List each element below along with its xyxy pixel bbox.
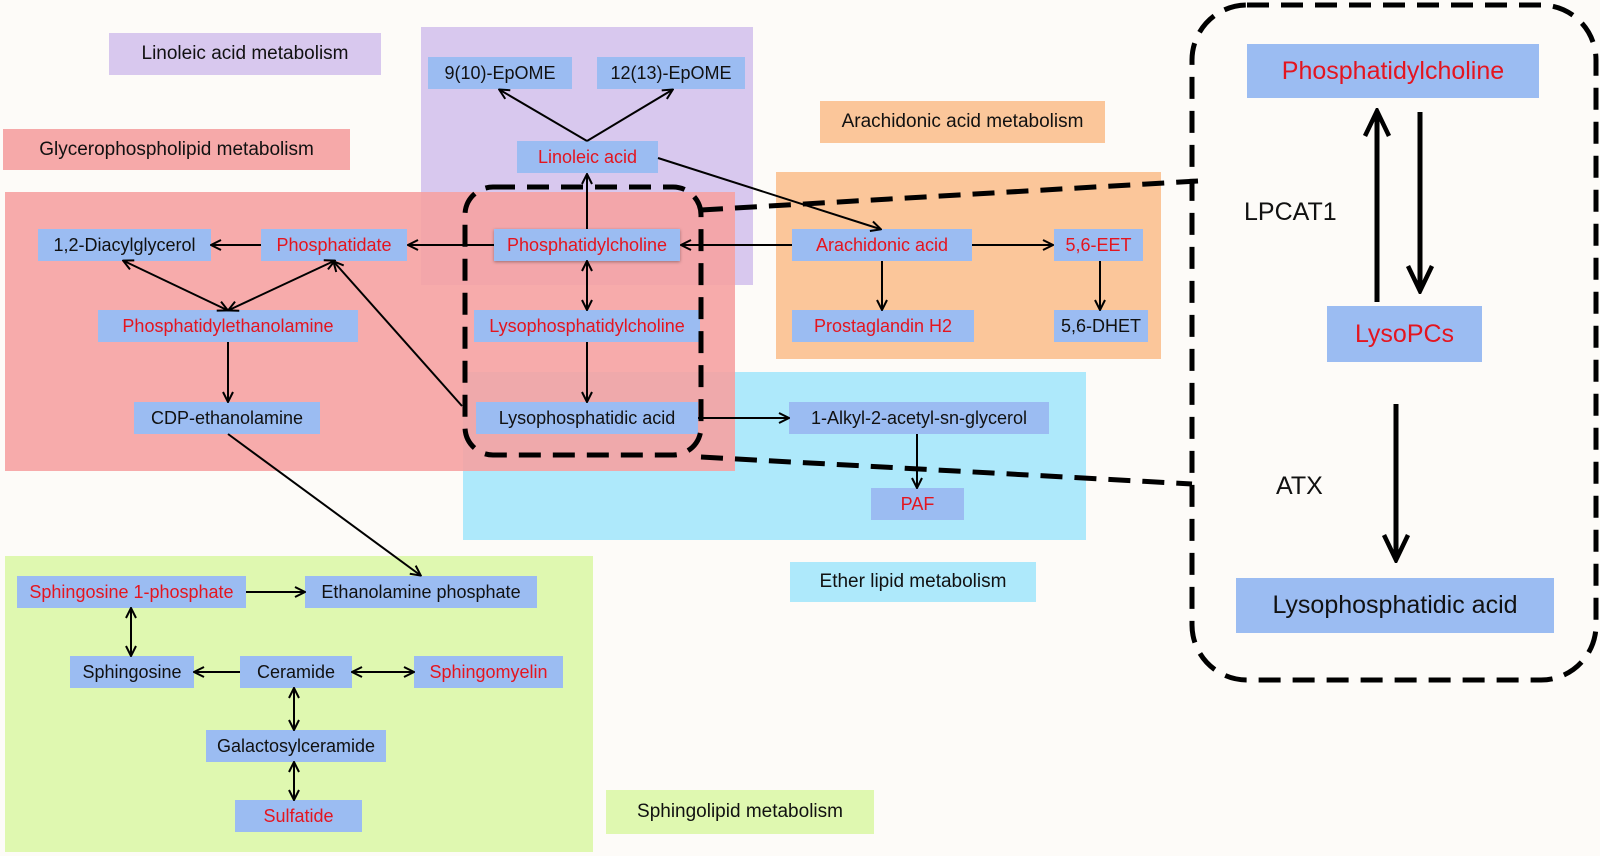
inset-lysophosphatidic-acid-node: Lysophosphatidic acid [1236, 578, 1554, 633]
linoleic-region-label: Linoleic acid metabolism [109, 33, 381, 75]
zoom-connector-top [700, 178, 1199, 213]
phosphatidylethanolamine-node: Phosphatidylethanolamine [98, 310, 358, 342]
ethanolamine-phosphate-node: Ethanolamine phosphate [305, 576, 537, 608]
sulfatide-node: Sulfatide [235, 800, 362, 832]
zoom-connector-bottom [700, 454, 1193, 487]
edge-linoleic-to-epome1213 [586, 90, 672, 142]
edge-phosphatidate-pe [229, 261, 334, 310]
inset-phosphatidylcholine-node: Phosphatidylcholine [1247, 44, 1539, 98]
linoleic-acid-node: Linoleic acid [517, 141, 658, 173]
ether-region-label: Ether lipid metabolism [790, 562, 1036, 602]
zoom-highlight-box [462, 184, 704, 458]
epome-12-13-node: 12(13)-EpOME [597, 57, 745, 89]
epome-9-10-node: 9(10)-EpOME [428, 57, 572, 89]
sphingosine-1-phosphate-node: Sphingosine 1-phosphate [17, 576, 246, 608]
lysophosphatidylcholine-node: Lysophosphatidylcholine [474, 310, 700, 342]
ceramide-node: Ceramide [240, 656, 352, 688]
edge-dag-pe [124, 261, 227, 310]
dhet-5-6-node: 5,6-DHET [1054, 310, 1148, 342]
edge-cdp-to-ethanolamine-phosphate [227, 433, 420, 575]
sphingosine-node: Sphingosine [70, 656, 194, 688]
sphingolipid-region-label: Sphingolipid metabolism [606, 790, 874, 834]
sphingomyelin-node: Sphingomyelin [414, 656, 563, 688]
arachidonic-acid-node: Arachidonic acid [792, 229, 972, 261]
arachidonic-region-label: Arachidonic acid metabolism [820, 101, 1105, 143]
inset-lysopcs-node: LysoPCs [1327, 306, 1482, 362]
edge-lpa-to-phosphatidate [334, 262, 463, 407]
phosphatidylcholine-node: Phosphatidylcholine [494, 229, 680, 261]
edge-linoleic-to-arachidonic [657, 157, 880, 229]
cdp-ethanolamine-node: CDP-ethanolamine [134, 402, 320, 434]
prostaglandin-h2-node: Prostaglandin H2 [792, 310, 974, 342]
edge-linoleic-to-epome910 [500, 90, 588, 142]
lysophosphatidic-acid-node: Lysophosphatidic acid [476, 402, 698, 434]
eet-5-6-node: 5,6-EET [1054, 229, 1143, 261]
diacylglycerol-node: 1,2-Diacylglycerol [38, 229, 211, 261]
galactosylceramide-node: Galactosylceramide [206, 730, 386, 762]
atx-enzyme-label: ATX [1276, 472, 1323, 500]
phosphatidate-node: Phosphatidate [261, 229, 407, 261]
glycerophospholipid-region-label: Glycerophospholipid metabolism [3, 129, 350, 170]
lpcat1-enzyme-label: LPCAT1 [1244, 198, 1337, 226]
paf-node: PAF [871, 488, 964, 520]
alkyl-acetyl-glycerol-node: 1-Alkyl-2-acetyl-sn-glycerol [789, 402, 1049, 434]
inset-detail-box [1189, 2, 1599, 683]
